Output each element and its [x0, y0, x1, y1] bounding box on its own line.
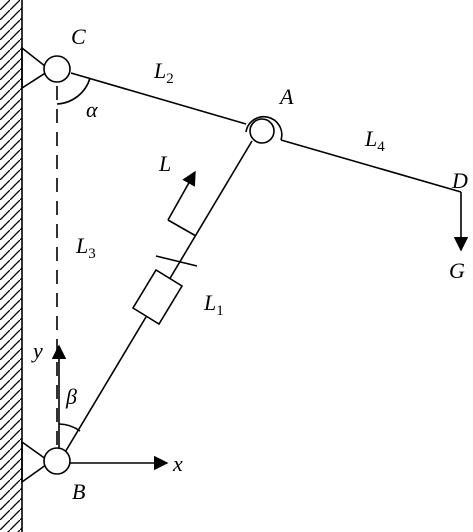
- label-g: G: [449, 258, 465, 283]
- label-l4: L4: [364, 126, 385, 155]
- label-l2: L2: [153, 58, 174, 87]
- label-l3: L3: [75, 233, 96, 262]
- support-c: [21, 46, 52, 90]
- alpha-arc: [56, 77, 91, 105]
- cylinder-flange: [155, 255, 198, 267]
- label-y-axis: y: [31, 338, 43, 363]
- joint-c: [43, 55, 71, 83]
- label-alpha: α: [86, 97, 98, 122]
- link-l1: [63, 140, 253, 455]
- wall: [0, 0, 23, 532]
- label-direction-l: L: [158, 151, 171, 176]
- label-c: C: [71, 24, 86, 49]
- direction-l-marker: [167, 170, 197, 237]
- link-l4: [280, 139, 462, 193]
- beta-arc: [58, 423, 81, 432]
- label-l1: L1: [203, 290, 224, 319]
- link-l2: [70, 72, 247, 125]
- label-beta: β: [65, 384, 77, 409]
- joint-a: [245, 115, 283, 144]
- label-d: D: [451, 168, 468, 193]
- joint-b: [43, 447, 71, 475]
- label-b: B: [72, 479, 85, 504]
- label-x-axis: x: [172, 451, 183, 476]
- label-a: A: [278, 84, 294, 109]
- support-b: [21, 440, 52, 484]
